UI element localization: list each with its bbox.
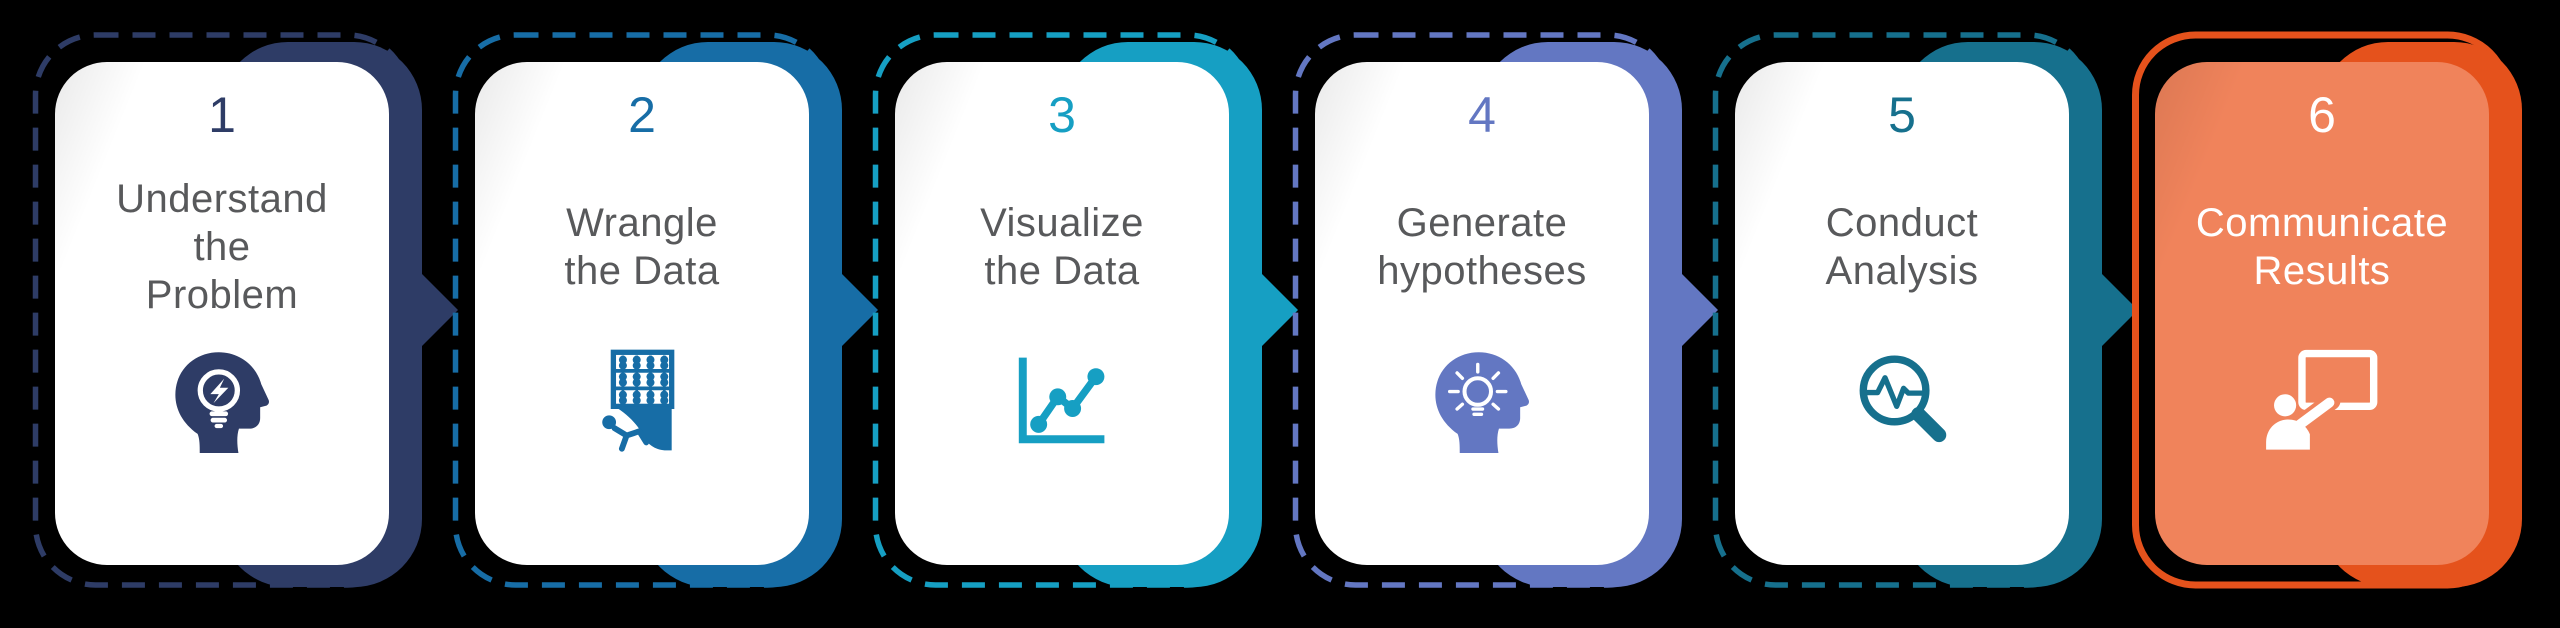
step-label: Visualize the Data xyxy=(980,201,1144,293)
step-number: 2 xyxy=(628,87,656,143)
step-card: 5 Conduct Analysis xyxy=(1735,62,2069,565)
step-label: Wrangle the Data xyxy=(564,201,720,293)
step-card: 3 Visualize the Data xyxy=(895,62,1229,565)
step-number: 6 xyxy=(2308,87,2336,143)
head-idea-icon xyxy=(1315,332,1649,467)
head-lightbulb-icon xyxy=(55,332,389,467)
step-label: Generate hypotheses xyxy=(1377,201,1587,293)
step-number: 1 xyxy=(208,87,236,143)
presenter-board-icon xyxy=(2155,332,2489,467)
step-number: 4 xyxy=(1468,87,1496,143)
abacus-climber-icon xyxy=(475,332,809,467)
process-step-1: 1 Understand the Problem xyxy=(30,0,458,628)
step-card: 2 Wrangle the Data xyxy=(475,62,809,565)
process-step-2: 2 Wrangle the Data xyxy=(450,0,878,628)
step-label: Understand the Problem xyxy=(116,177,328,317)
process-step-5: 5 Conduct Analysis xyxy=(1710,0,2138,628)
process-step-3: 3 Visualize the Data xyxy=(870,0,1298,628)
step-label: Communicate Results xyxy=(2195,201,2449,293)
line-chart-icon xyxy=(895,332,1229,467)
process-step-4: 4 Generate hypotheses xyxy=(1290,0,1718,628)
magnifier-waveform-icon xyxy=(1735,332,2069,467)
step-label: Conduct Analysis xyxy=(1825,201,1979,293)
process-step-6: 6 Communicate Results xyxy=(2130,0,2550,628)
step-number: 5 xyxy=(1888,87,1916,143)
step-number: 3 xyxy=(1048,87,1076,143)
step-card: 6 Communicate Results xyxy=(2155,62,2489,565)
step-card: 1 Understand the Problem xyxy=(55,62,389,565)
step-card: 4 Generate hypotheses xyxy=(1315,62,1649,565)
